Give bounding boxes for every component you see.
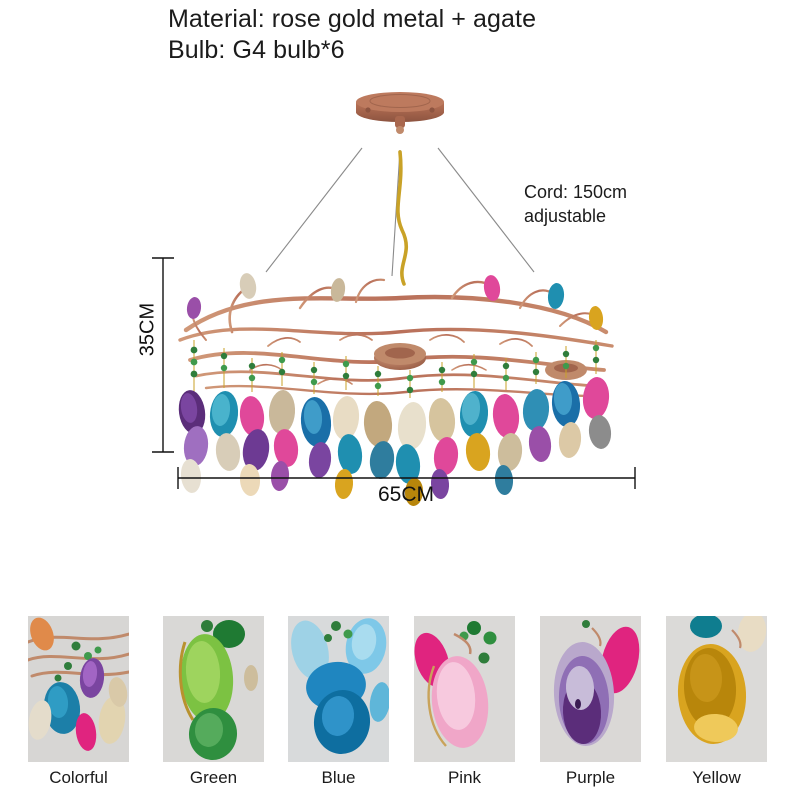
cord-annotation-line2: adjustable [524,206,607,226]
power-cord [396,150,408,286]
dimension-line-width [177,467,636,489]
swatch-blue[interactable]: Blue [288,616,389,788]
swatch-colorful[interactable]: Colorful [28,616,129,788]
branch-structure [178,278,614,398]
chandelier-body [178,273,614,506]
swatch-yellow-label: Yellow [692,768,741,787]
swatch-purple[interactable]: Purple [540,616,641,788]
swatch-green-label: Green [189,768,238,787]
swatch-pink-image [414,616,515,762]
center-hub [374,343,426,370]
width-dimension-label: 65CM [377,483,435,506]
bulb-spec-line: Bulb: G4 bulb*6 [168,36,345,64]
height-dimension-label: 35CM [136,302,159,357]
swatch-blue-image [288,616,389,762]
swatch-purple-label: Purple [565,768,616,787]
swatch-green-image [163,616,264,762]
swatch-colorful-label: Colorful [49,768,108,787]
ceiling-canopy [356,92,444,134]
cord-annotation-line1: Cord: 150cm [524,182,628,202]
swatch-purple-image [540,616,641,762]
swatch-blue-label: Blue [321,768,356,787]
swatch-yellow-image [666,616,767,762]
swatch-yellow[interactable]: Yellow [666,616,767,788]
dimension-line-height [152,257,174,453]
swatch-green[interactable]: Green [163,616,264,788]
swatch-colorful-image [28,616,129,762]
chandelier-illustration [152,92,636,506]
swatch-pink-label: Pink [447,768,482,787]
agate-strands [178,273,612,506]
cord-annotation: Cord: 150cm adjustable [524,180,627,228]
swatch-pink[interactable]: Pink [414,616,515,788]
suspension-wires [265,147,535,277]
material-spec-line: Material: rose gold metal + agate [168,5,537,33]
color-options-row: Colorful Green [0,616,800,796]
spec-text-block: Material: rose gold metal + agate Bulb: … [168,4,536,66]
